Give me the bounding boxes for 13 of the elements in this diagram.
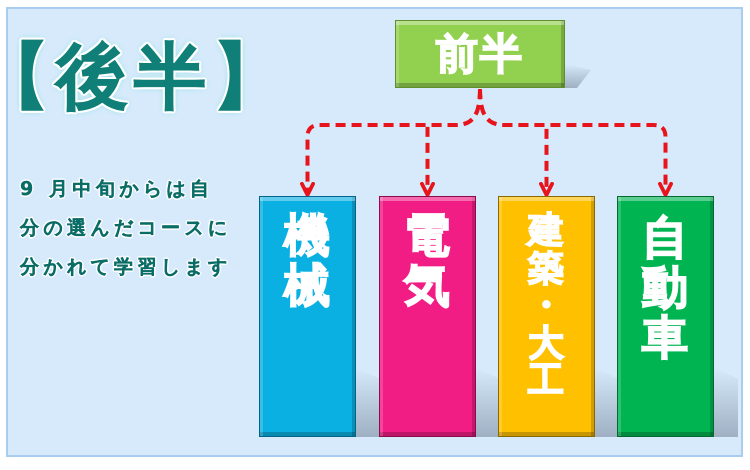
page-title: 【後半】 xyxy=(21,40,290,112)
course-name: 自動車 xyxy=(641,212,689,362)
course-name: 建築・大工 xyxy=(526,212,565,400)
course-name: 機械 xyxy=(282,210,331,310)
start-box xyxy=(395,20,565,88)
course-box xyxy=(379,196,476,437)
course-box xyxy=(498,196,595,437)
course-box xyxy=(259,196,356,437)
course-box xyxy=(617,196,714,437)
description-text: 9 月中旬からは自分の選んだコースに分かれて学習します xyxy=(20,177,232,280)
course-name: 電気 xyxy=(402,210,451,310)
arrow xyxy=(478,88,673,197)
start-label: 前半 xyxy=(436,33,524,75)
